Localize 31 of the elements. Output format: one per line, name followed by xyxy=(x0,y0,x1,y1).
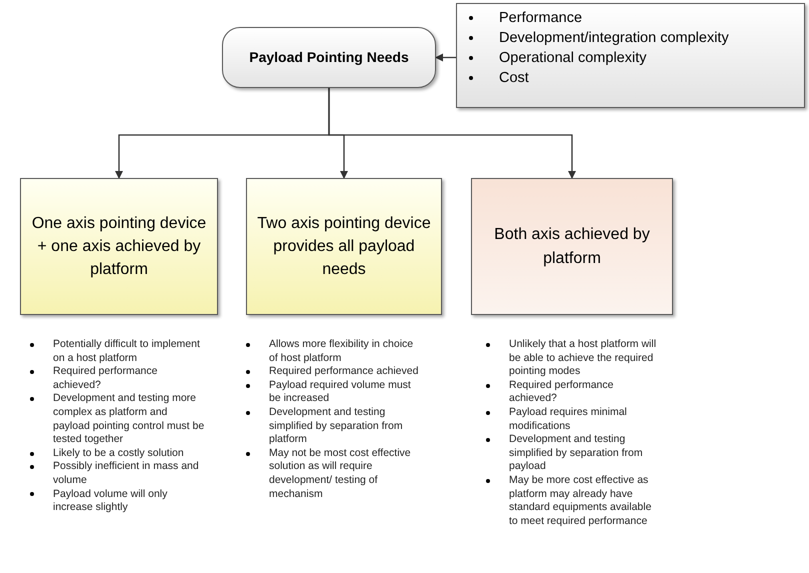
arrow xyxy=(328,88,576,179)
list-item-text: Unlikely that a host platform will be able to achieve the required pointing modes xyxy=(509,338,658,379)
node-text: Both axis achieved by platform xyxy=(493,225,651,268)
rounded-box xyxy=(222,27,436,88)
list-item-text: Required performance achieved xyxy=(269,365,418,379)
list-item-text: May be more cost effective as platform may already have standard equipments available to meet required performance xyxy=(509,474,652,528)
list-item-text: Payload required volume must be increased xyxy=(269,378,412,406)
list-item-text: Development/integration complexity xyxy=(499,29,729,48)
list-item-text: Required performance achieved? xyxy=(509,378,614,406)
node-text: One axis pointing device + one axis achieved by platform xyxy=(31,214,207,280)
criteria-box xyxy=(456,3,805,108)
list-item-text: Likely to be a costly solution xyxy=(53,446,184,460)
node-text: Payload Pointing Needs xyxy=(249,48,409,68)
list-item-text: Potentially difficult to implement on a host platform xyxy=(53,338,201,366)
list-item-text: Development and testing more complex as platform and payload pointing control must be tested together xyxy=(53,392,205,447)
list-item-text: Payload requires minimal modifications xyxy=(509,406,628,434)
list-item-text: Payload volume will only increase slightly xyxy=(53,488,168,515)
option-box xyxy=(246,178,442,315)
list-item-text: Required performance achieved? xyxy=(53,365,158,392)
list-item-text: Operational complexity xyxy=(499,49,646,68)
list-item-text: May not be most cost effective solution as will require development/ testing of mechanism xyxy=(269,446,412,502)
option-box xyxy=(471,178,673,315)
list-item-text: Development and testing simplified by separation from payload xyxy=(509,433,644,474)
list-item-text: Performance xyxy=(499,9,582,28)
option-box xyxy=(20,178,218,315)
arrow xyxy=(435,54,456,62)
list-item-text: Allows more flexibility in choice of host platform xyxy=(269,338,414,366)
list-item-text: Development and testing simplified by separation from platform xyxy=(269,406,404,447)
node-text: Two axis pointing device provides all payload needs xyxy=(257,214,431,280)
list-item-text: Possibly inefficient in mass and volume xyxy=(53,460,200,488)
list-item-text: Cost xyxy=(499,69,529,88)
